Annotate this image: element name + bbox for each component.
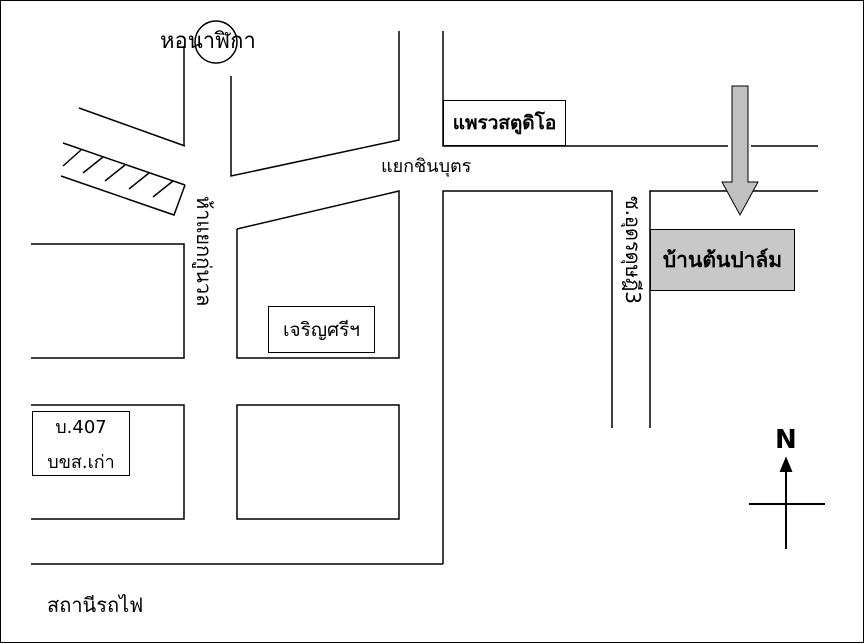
destination-box: บ้านต้นปาล์ม	[650, 229, 795, 291]
road-edge	[62, 142, 186, 186]
soi-label: ซ.อุดรดุษฎี3	[621, 196, 645, 304]
location-arrow-icon	[721, 85, 759, 217]
road-edge	[236, 190, 400, 359]
phrae-studio-label: แพรวสตูดิโอ	[452, 112, 557, 134]
road-edge	[31, 404, 185, 520]
road-edge	[60, 175, 186, 216]
charoen-sri-label: เจริญศรีฯ	[283, 318, 360, 341]
bus-station-box: บ.407 บขส.เก่า	[32, 411, 130, 476]
clock-tower-label: หอนาฬิกา	[160, 29, 256, 54]
city-block	[236, 404, 400, 520]
road-edge	[649, 190, 818, 428]
destination-label: บ้านต้นปาล์ม	[662, 247, 783, 272]
bus-line-label: บ.407	[55, 416, 107, 438]
old-bus-station-label: บขส.เก่า	[47, 451, 115, 473]
charoen-sri-box: เจริญศรีฯ	[268, 306, 375, 353]
intersection-label-chinnabut: แยกชินบุตร	[381, 156, 472, 177]
compass-north-label: N	[775, 425, 797, 455]
compass-icon	[749, 456, 825, 549]
road-edge	[31, 243, 185, 359]
clock-tower-circle	[194, 20, 238, 64]
phrae-studio-box: แพรวสตูดิโอ	[443, 100, 566, 146]
road-edge	[442, 190, 613, 564]
intersection-label-ku-nuan: ห้าแยกกู่นวล	[192, 196, 216, 307]
station-label: สถานีรถไฟ	[47, 593, 144, 617]
road-edge	[78, 107, 186, 147]
road-edge	[230, 31, 400, 177]
crosswalk	[62, 149, 174, 198]
